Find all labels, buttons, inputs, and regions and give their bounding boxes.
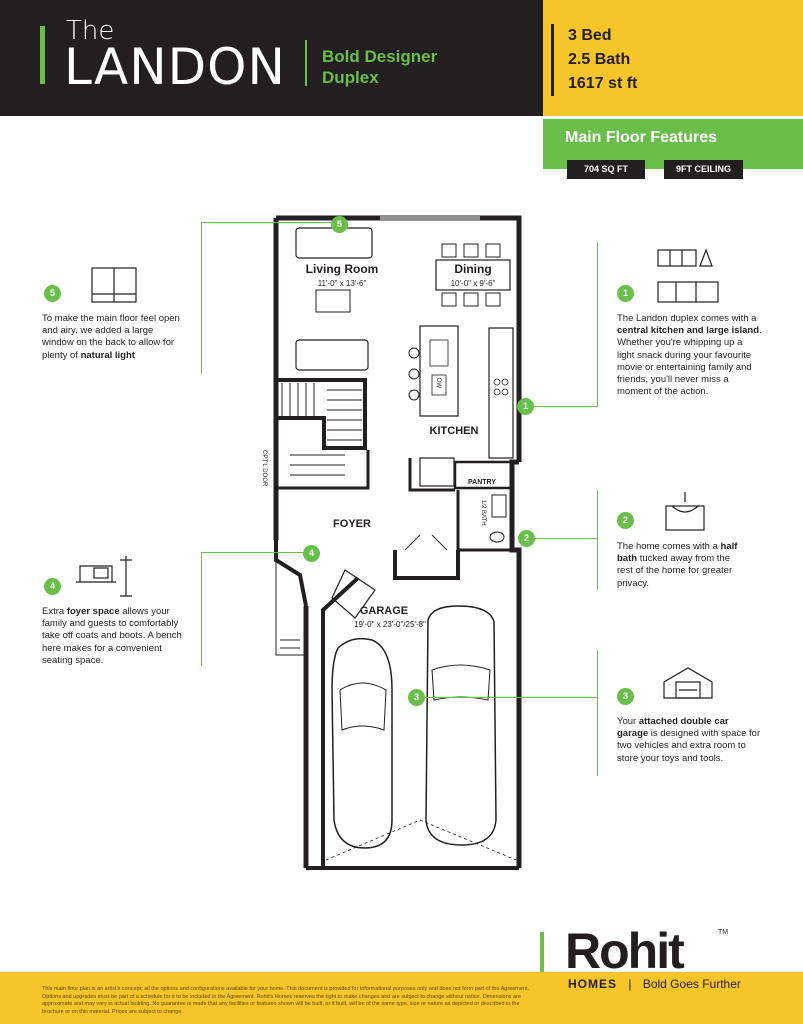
logo-accent-bar [540, 932, 544, 994]
homes-label: HOMES [568, 977, 618, 991]
dishwasher-label: DW [435, 378, 441, 388]
pantry-label: PANTRY [468, 479, 496, 486]
accent-bar [40, 26, 45, 84]
connector-line [526, 406, 598, 407]
header-banner: The LANDON Bold Designer Duplex [0, 0, 543, 116]
feature-4-badge: 4 [44, 578, 61, 595]
feature-5-marker: 5 [331, 216, 348, 233]
tagline-line-1: Bold Designer [322, 47, 438, 66]
accent-bar [551, 24, 554, 96]
kitchen-label: KITCHEN [430, 425, 479, 437]
feature-3-text: Your attached double car garage is desig… [617, 716, 761, 764]
connector-line [201, 552, 311, 553]
feature-1-text: The Landon duplex comes with a central k… [617, 313, 762, 398]
connector-line [597, 650, 598, 776]
connector-line [201, 222, 337, 223]
rohit-logo: Rohit [565, 923, 685, 979]
stats-panel: 3 Bed 2.5 Bath 1617 st ft [543, 0, 803, 116]
foyer-label: FOYER [333, 518, 371, 530]
accent-bar [305, 40, 307, 86]
feature-5-badge: 5 [44, 285, 61, 302]
baths-stat: 2.5 Bath [568, 51, 631, 68]
living-room-dimensions: 11'-0" x 13'-6" [318, 279, 367, 288]
living-room-label: Living Room [306, 262, 379, 276]
feature-4-text: Extra foyer space allows your family and… [42, 606, 182, 666]
legal-disclaimer: This main floor plan is an artist's conc… [42, 986, 530, 1015]
connector-line [597, 490, 598, 590]
kitchen-icon [657, 248, 719, 303]
logo-subline: HOMES | Bold Goes Further [568, 977, 741, 991]
connector-line [201, 222, 202, 374]
optional-door-label: OPT'L DOOR [261, 450, 267, 487]
garage-icon [663, 667, 713, 699]
model-name: LANDON [64, 38, 286, 96]
feature-5-text: To make the main floor feel open and air… [42, 313, 180, 361]
garage-label: GARAGE [360, 605, 408, 617]
tagline-line-2: Duplex [322, 68, 379, 87]
connector-line [418, 697, 598, 698]
connector-line [201, 552, 202, 666]
feature-2-badge: 2 [617, 512, 634, 529]
feature-2-marker: 2 [518, 530, 535, 547]
bath-vanity-icon [665, 492, 705, 531]
dining-dimensions: 10'-0" x 9'-6" [451, 279, 496, 288]
connector-line [528, 538, 598, 539]
main-floor-title: Main Floor Features [565, 129, 718, 146]
slogan: Bold Goes Further [642, 977, 741, 991]
foyer-bench-icon [76, 556, 132, 597]
logo-separator: | [628, 977, 632, 991]
beds-stat: 3 Bed [568, 27, 612, 44]
title-prefix: The [66, 16, 115, 46]
trademark-mark: TM [718, 929, 729, 936]
feature-3-badge: 3 [617, 688, 634, 705]
feature-2-text: The home comes with a half bath tucked a… [617, 541, 738, 589]
tagline: Bold Designer Duplex [322, 46, 437, 88]
ceiling-badge: 9FT CEILING [664, 160, 743, 179]
feature-4-marker: 4 [303, 545, 320, 562]
feature-1-badge: 1 [617, 285, 634, 302]
garage-dimensions: 19'-0" x 23'-0"/25'-8" [354, 620, 426, 629]
half-bath-label: 1/2 BATH [480, 500, 486, 526]
area-stat: 1617 st ft [568, 75, 638, 92]
connector-line [597, 242, 598, 407]
footer: This main floor plan is an artist's conc… [0, 972, 803, 1024]
stats-list: 3 Bed 2.5 Bath 1617 st ft [568, 24, 637, 96]
dining-label: Dining [454, 262, 491, 276]
feature-3-marker: 3 [408, 689, 425, 706]
feature-1-marker: 1 [517, 398, 534, 415]
sqft-badge: 704 SQ FT [567, 160, 645, 179]
